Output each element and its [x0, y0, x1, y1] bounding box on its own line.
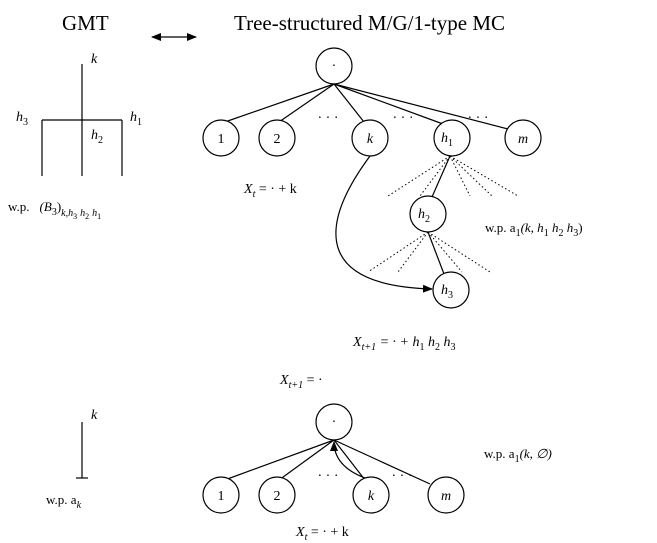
tree-top-dots-c: · · ·: [468, 111, 489, 126]
tree-bottom-root-node: [315, 403, 353, 441]
gmt-bottom-probability: w.p. ak: [46, 492, 82, 511]
tree-top-xt1-label: Xt+1 = · + h1 h2 h3: [352, 335, 456, 353]
tree-top-node-h3: [432, 271, 470, 309]
tree-top-dots-b: · · ·: [393, 111, 414, 126]
tree-top-node-m-label: m: [518, 132, 528, 147]
tree-top-transition-arrow: [335, 155, 433, 293]
tree-bottom-edge-2: [278, 439, 335, 481]
tree-top-probability: w.p. a1(k, h1 h2 h3): [485, 220, 583, 239]
tree-top-xt-label: Xt = · + k: [243, 182, 297, 200]
tree-bottom-root-label: ·: [332, 415, 337, 430]
tree-bottom-node-k: [352, 476, 390, 514]
gmt-bottom-diagram: k w.p. ak: [46, 408, 98, 511]
tree-top-fan-h1: [387, 155, 519, 197]
tree-top-node-1: [202, 119, 240, 157]
gmt-top-h3-label: h3: [16, 110, 28, 128]
gmt-top-k-label: k: [91, 52, 98, 67]
tree-top-edge-m: [333, 83, 509, 130]
title-tree-mc: Tree-structured M/G/1-type MC: [234, 11, 505, 35]
tree-top-node-m: [504, 119, 542, 157]
tree-top-fan-h2: [367, 231, 491, 273]
tree-top-edge-1: [221, 83, 335, 124]
tree-bottom-node-1: [202, 476, 240, 514]
tree-top-edge-h2-h3: [427, 231, 445, 275]
tree-top-node-1-label: 1: [218, 132, 225, 147]
title-gmt: GMT: [62, 11, 109, 35]
tree-bottom-node-2-label: 2: [274, 489, 281, 504]
tree-bottom-dots-b: · · ·: [392, 469, 413, 484]
tree-top-edge-h1-h2: [431, 155, 451, 198]
tree-bottom-transition-arrow: [330, 441, 366, 479]
gmt-bottom-k-label: k: [91, 408, 98, 423]
tree-bottom-node-1-label: 1: [218, 489, 225, 504]
tree-top-root-node: [315, 47, 353, 85]
tree-top-dots-a: · · ·: [318, 111, 339, 126]
tree-top-node-2: [258, 119, 296, 157]
tree-bottom-edge-1: [221, 439, 335, 482]
gmt-top-h2-label: h2: [91, 128, 103, 146]
tree-top-root-label: ·: [332, 59, 337, 74]
tree-bottom-edge-m: [333, 439, 431, 485]
tree-bottom-xt-label: Xt = · + k: [295, 525, 349, 543]
tree-top-edge-2: [278, 83, 335, 123]
tree-bottom: Xt+1 = · · 1 2 k m · · · · · · w.p. a1(k…: [202, 373, 552, 543]
tree-bottom-node-2: [258, 476, 296, 514]
tree-bottom-dots-a: · · ·: [318, 469, 339, 484]
tree-top-edge-k: [333, 83, 365, 123]
tree-top: · 1 2 k h1 m · · · · · · · · · h2: [202, 47, 583, 353]
tree-top-node-h1-label: h1: [441, 131, 453, 149]
tree-top-node-2-label: 2: [274, 132, 281, 147]
tree-top-edge-h1: [333, 83, 444, 125]
tree-top-node-k-label: k: [367, 132, 374, 147]
tree-top-node-h3-label: h3: [441, 283, 453, 301]
tree-bottom-node-m-label: m: [441, 489, 451, 504]
gmt-top-h1-label: h1: [130, 110, 142, 128]
tree-bottom-node-m: [427, 476, 465, 514]
tree-top-node-h2-label: h2: [418, 207, 430, 225]
tree-bottom-state-label: Xt+1 = ·: [279, 373, 323, 391]
tree-bottom-probability: w.p. a1(k, ∅): [484, 446, 552, 465]
tree-top-node-h1: [433, 119, 471, 157]
tree-bottom-edge-k: [333, 439, 366, 481]
tree-bottom-node-k-label: k: [368, 489, 375, 504]
